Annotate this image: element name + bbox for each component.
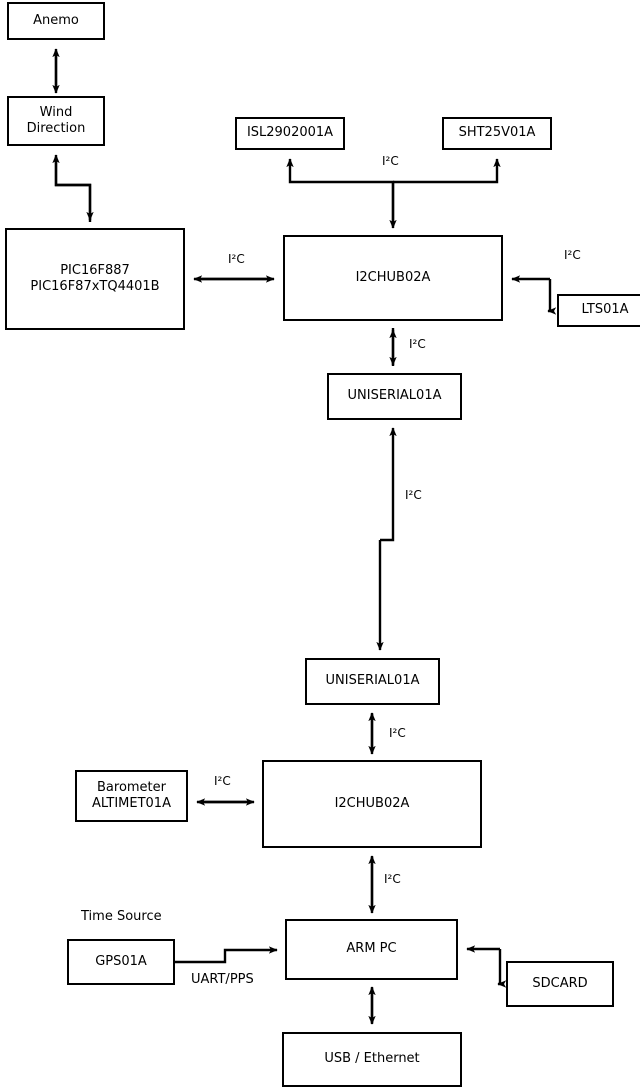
node-sht25v01a[interactable]: SHT25V01A [442,117,552,150]
edge-pic-wind [52,154,92,222]
node-wind-direction[interactable]: Wind Direction [7,96,105,146]
edge-label-uart-pps: UART/PPS [191,972,254,987]
edge-hub-sensors-trunk [286,158,395,226]
edge-label-i2c-hub-uniserial: I²C [409,337,426,351]
edge-label-i2c-hub-lts: I²C [564,248,581,262]
edge-gps-arm [175,946,278,964]
edge-label-i2c-hub2-arm: I²C [384,872,401,886]
node-pic16f887[interactable]: PIC16F887 PIC16F87xTQ4401B [5,228,185,330]
edge-label-time-source: Time Source [81,909,162,924]
node-gps01a[interactable]: GPS01A [67,939,175,985]
edge-hub-lts [547,279,557,315]
node-usb-ethernet[interactable]: USB / Ethernet [282,1032,462,1087]
node-isl2902001a[interactable]: ISL2902001A [235,117,345,150]
edge-wind-pic [54,157,94,221]
node-i2chub02a-bottom[interactable]: I2CHUB02A [262,760,482,848]
node-lts01a[interactable]: LTS01A [557,294,640,327]
node-anemo[interactable]: Anemo [7,2,105,40]
edge-label-i2c-uniserial-hub2: I²C [389,726,406,740]
edge-uniserial-link-up [380,427,397,542]
edge-label-i2c-pic-hub: I²C [228,252,245,266]
node-i2chub02a-top[interactable]: I2CHUB02A [283,235,503,321]
node-arm-pc[interactable]: ARM PC [285,919,458,980]
node-sdcard[interactable]: SDCARD [506,961,614,1007]
edge-label-i2c-uniserial-link: I²C [405,488,422,502]
node-barometer-altimet01a[interactable]: Barometer ALTIMET01A [75,770,188,822]
edge-arm-sdcard [497,949,507,988]
node-uniserial01a-upper[interactable]: UNISERIAL01A [327,373,462,420]
edge-hub-sht-branch [393,158,501,184]
node-uniserial01a-lower[interactable]: UNISERIAL01A [305,658,440,705]
edge-label-i2c-sensors-top: I²C [382,154,399,168]
edge-label-i2c-baro-hub2: I²C [214,774,231,788]
